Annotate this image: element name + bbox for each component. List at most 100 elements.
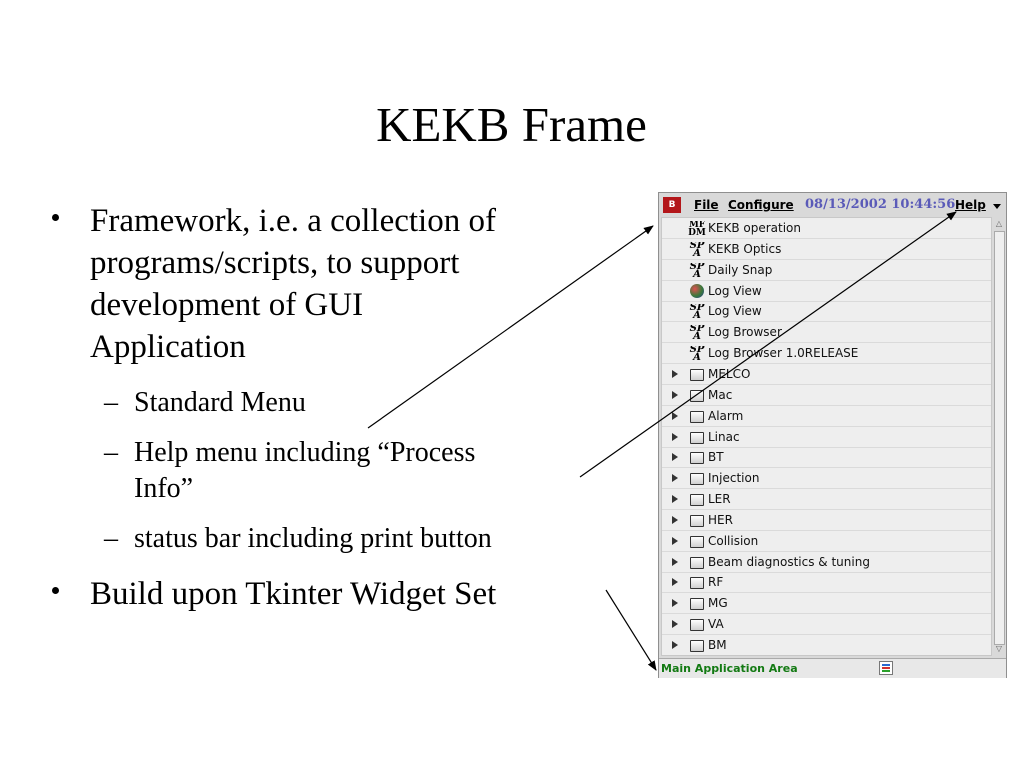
subbullet-line: status bar including print button: [134, 523, 492, 554]
app-window: B File Configure 08/13/2002 10:44:56 Hel…: [658, 192, 1007, 678]
expand-triangle-icon[interactable]: [672, 369, 678, 378]
list-item[interactable]: MELCO: [662, 364, 991, 385]
folder-icon: [690, 556, 704, 569]
list-item[interactable]: LER: [662, 489, 991, 511]
scroll-thumb[interactable]: [994, 231, 1005, 645]
list-item[interactable]: BT: [662, 447, 991, 469]
vertical-scrollbar[interactable]: △ ▽: [993, 217, 1005, 656]
expand-triangle-icon[interactable]: [672, 515, 678, 524]
list-item-label: HER: [708, 512, 733, 527]
folder-icon: [690, 368, 704, 381]
sad-icon: SP A: [689, 325, 705, 341]
expand-triangle-icon[interactable]: [672, 578, 678, 587]
menu-help[interactable]: Help: [955, 198, 986, 212]
list-item[interactable]: Mac: [662, 385, 991, 406]
mfdm-icon: MF DM: [688, 221, 706, 236]
subbullet-dash: –: [104, 523, 118, 554]
folder-icon: [690, 577, 704, 590]
folder-icon: [690, 431, 704, 444]
bullet-line: development of GUI: [90, 287, 364, 323]
subbullet-dash: –: [104, 437, 118, 468]
list-item[interactable]: BM: [662, 635, 991, 655]
expand-triangle-icon[interactable]: [672, 620, 678, 629]
print-icon-bar: [882, 670, 890, 672]
statusbar: Main Application Area: [659, 658, 1006, 678]
list-item-label: BT: [708, 450, 724, 465]
sad-icon: SP A: [689, 262, 705, 278]
list-item[interactable]: MG: [662, 593, 991, 615]
list-item-label: Log View: [708, 283, 762, 298]
folder-icon: [690, 389, 704, 402]
expand-triangle-icon[interactable]: [672, 474, 678, 483]
expand-triangle-icon[interactable]: [672, 599, 678, 608]
list-item-label: Log View: [708, 304, 762, 319]
bullet-line: Framework, i.e. a collection of: [90, 203, 496, 239]
expand-triangle-icon[interactable]: [672, 453, 678, 462]
list-item-label: BM: [708, 638, 727, 652]
print-button[interactable]: [879, 661, 893, 675]
list-item[interactable]: Injection: [662, 468, 991, 490]
expand-triangle-icon[interactable]: [672, 432, 678, 441]
bullet-dot: [52, 587, 59, 594]
globe-icon: [690, 283, 704, 298]
menubar: B File Configure 08/13/2002 10:44:56 Hel…: [659, 193, 1006, 217]
scroll-up-icon[interactable]: △: [995, 219, 1003, 228]
list-item-label: LER: [708, 492, 731, 507]
print-icon-bar: [882, 664, 890, 666]
list-item[interactable]: Linac: [662, 427, 991, 448]
scroll-down-icon[interactable]: ▽: [995, 644, 1003, 653]
list-item-label: Beam diagnostics & tuning: [708, 554, 870, 569]
chevron-down-icon[interactable]: [993, 204, 1001, 209]
print-icon-bar: [882, 667, 890, 669]
list-item[interactable]: Alarm: [662, 406, 991, 427]
expand-triangle-icon[interactable]: [672, 536, 678, 545]
list-item[interactable]: Collision: [662, 531, 991, 552]
bullet-line: Application: [90, 329, 246, 365]
folder-icon: [690, 410, 704, 423]
subbullet-line: Standard Menu: [134, 387, 306, 418]
expand-triangle-icon[interactable]: [672, 557, 678, 566]
menu-configure[interactable]: Configure: [728, 198, 794, 212]
sad-icon: SP A: [689, 304, 705, 320]
subbullet-dash: –: [104, 387, 118, 418]
folder-icon: [690, 494, 704, 507]
list-item-label: KEKB Optics: [708, 241, 782, 256]
list-item[interactable]: RF: [662, 572, 991, 594]
list-item[interactable]: Log View: [662, 281, 991, 302]
slide-title: KEKB Frame: [376, 97, 647, 152]
list-item-label: MELCO: [708, 366, 751, 381]
list-item-label: MG: [708, 596, 728, 611]
list-item[interactable]: Beam diagnostics & tuning: [662, 552, 991, 573]
app-logo-icon: B: [663, 197, 681, 213]
list-item-label: Alarm: [708, 408, 744, 423]
list-item-label: Injection: [708, 471, 760, 486]
bullet-line: programs/scripts, to support: [90, 245, 460, 281]
list-item[interactable]: VA: [662, 614, 991, 636]
list-item-label: KEKB operation: [708, 221, 801, 235]
menu-file[interactable]: File: [694, 198, 719, 212]
sad-icon: SP A: [689, 346, 705, 362]
list-item-label: Log Browser: [708, 325, 782, 340]
folder-icon: [690, 473, 704, 486]
sad-icon: SP A: [689, 241, 705, 257]
list-item-label: VA: [708, 617, 724, 632]
subbullet-line: Help menu including “Process: [134, 437, 476, 468]
expand-triangle-icon[interactable]: [672, 495, 678, 504]
expand-triangle-icon[interactable]: [672, 411, 678, 420]
subbullet-line: Info”: [134, 473, 194, 504]
folder-icon: [690, 452, 704, 465]
folder-icon: [690, 640, 704, 652]
expand-triangle-icon[interactable]: [672, 390, 678, 399]
expand-triangle-icon[interactable]: [672, 641, 678, 649]
list-item[interactable]: HER: [662, 510, 991, 531]
datetime-display: 08/13/2002 10:44:56: [805, 197, 956, 212]
folder-icon: [690, 535, 704, 548]
bullet-line: Build upon Tkinter Widget Set: [90, 576, 497, 612]
